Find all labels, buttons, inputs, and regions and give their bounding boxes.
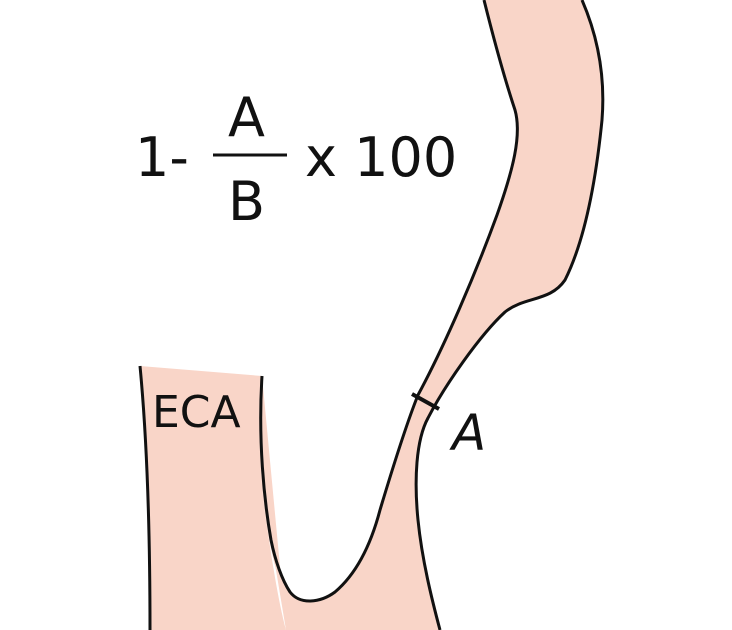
internal-carotid-artery <box>271 0 603 630</box>
formula-numerator: A <box>228 86 265 149</box>
vessel-outline-left <box>259 0 519 603</box>
vessel-outline-right <box>414 0 605 630</box>
eca-outline-left <box>138 365 152 630</box>
formula-denominator: B <box>228 170 265 233</box>
formula-prefix: 1- <box>135 126 189 189</box>
external-carotid-artery <box>140 366 286 630</box>
stenosis-measure-line <box>411 392 440 411</box>
stenosis-label: A <box>449 404 486 462</box>
formula-suffix: x 100 <box>305 126 457 189</box>
eca-label: ECA <box>152 387 241 438</box>
carotid-bulb <box>259 376 440 630</box>
